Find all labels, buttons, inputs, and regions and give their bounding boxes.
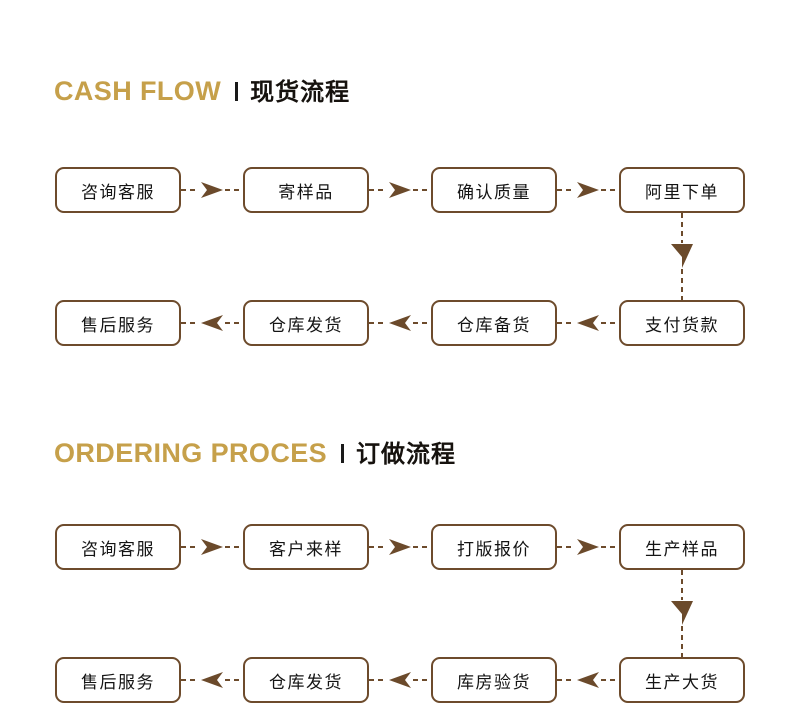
arrow-left-connector <box>369 672 431 688</box>
arrow-right-connector <box>181 182 243 198</box>
flow-node[interactable]: 仓库发货 <box>243 300 369 346</box>
section-header-ordering-process: ORDERING PROCES 订做流程 <box>54 440 456 467</box>
flow-node[interactable]: 支付货款 <box>619 300 745 346</box>
arrow-down-connector <box>667 213 697 300</box>
flow-node[interactable]: 仓库发货 <box>243 657 369 703</box>
flow-node[interactable]: 仓库备货 <box>431 300 557 346</box>
arrow-left-connector <box>181 315 243 331</box>
arrow-right-connector <box>369 182 431 198</box>
flow-diagram-cash-flow: 咨询客服 寄样品 确认质量 阿里下单 <box>0 167 800 347</box>
section-title-english: CASH FLOW <box>54 76 222 106</box>
section-title-english: ORDERING PROCES <box>54 438 328 468</box>
flow-node[interactable]: 客户来样 <box>243 524 369 570</box>
arrow-right-connector <box>369 539 431 555</box>
flow-row-bottom: 售后服务 仓库发货 仓库备货 支付货款 <box>0 300 800 346</box>
arrow-left-connector <box>557 315 619 331</box>
section-header-cash-flow: CASH FLOW 现货流程 <box>54 78 350 105</box>
arrow-left-connector <box>181 672 243 688</box>
arrow-right-connector <box>181 539 243 555</box>
flow-node[interactable]: 生产样品 <box>619 524 745 570</box>
arrow-left-connector <box>557 672 619 688</box>
flow-node[interactable]: 售后服务 <box>55 300 181 346</box>
arrow-left-connector <box>369 315 431 331</box>
arrow-right-connector <box>557 539 619 555</box>
section-title-chinese: 订做流程 <box>356 441 457 468</box>
flow-node[interactable]: 生产大货 <box>619 657 745 703</box>
flow-row-top: 咨询客服 客户来样 打版报价 生产样品 <box>0 524 800 570</box>
flow-node[interactable]: 咨询客服 <box>55 524 181 570</box>
flow-node[interactable]: 咨询客服 <box>55 167 181 213</box>
title-separator-bar <box>341 444 345 463</box>
flow-row-bottom: 售后服务 仓库发货 库房验货 生产大货 <box>0 657 800 703</box>
arrow-down-connector <box>667 570 697 657</box>
arrow-right-connector <box>557 182 619 198</box>
flow-diagram-ordering-process: 咨询客服 客户来样 打版报价 生产样品 <box>0 524 800 704</box>
flow-node[interactable]: 库房验货 <box>431 657 557 703</box>
section-title-chinese: 现货流程 <box>250 79 351 106</box>
flow-node[interactable]: 阿里下单 <box>619 167 745 213</box>
flow-row-top: 咨询客服 寄样品 确认质量 阿里下单 <box>0 167 800 213</box>
flow-node[interactable]: 寄样品 <box>243 167 369 213</box>
title-separator-bar <box>235 82 239 101</box>
flow-node[interactable]: 确认质量 <box>431 167 557 213</box>
flow-node[interactable]: 售后服务 <box>55 657 181 703</box>
flow-node[interactable]: 打版报价 <box>431 524 557 570</box>
